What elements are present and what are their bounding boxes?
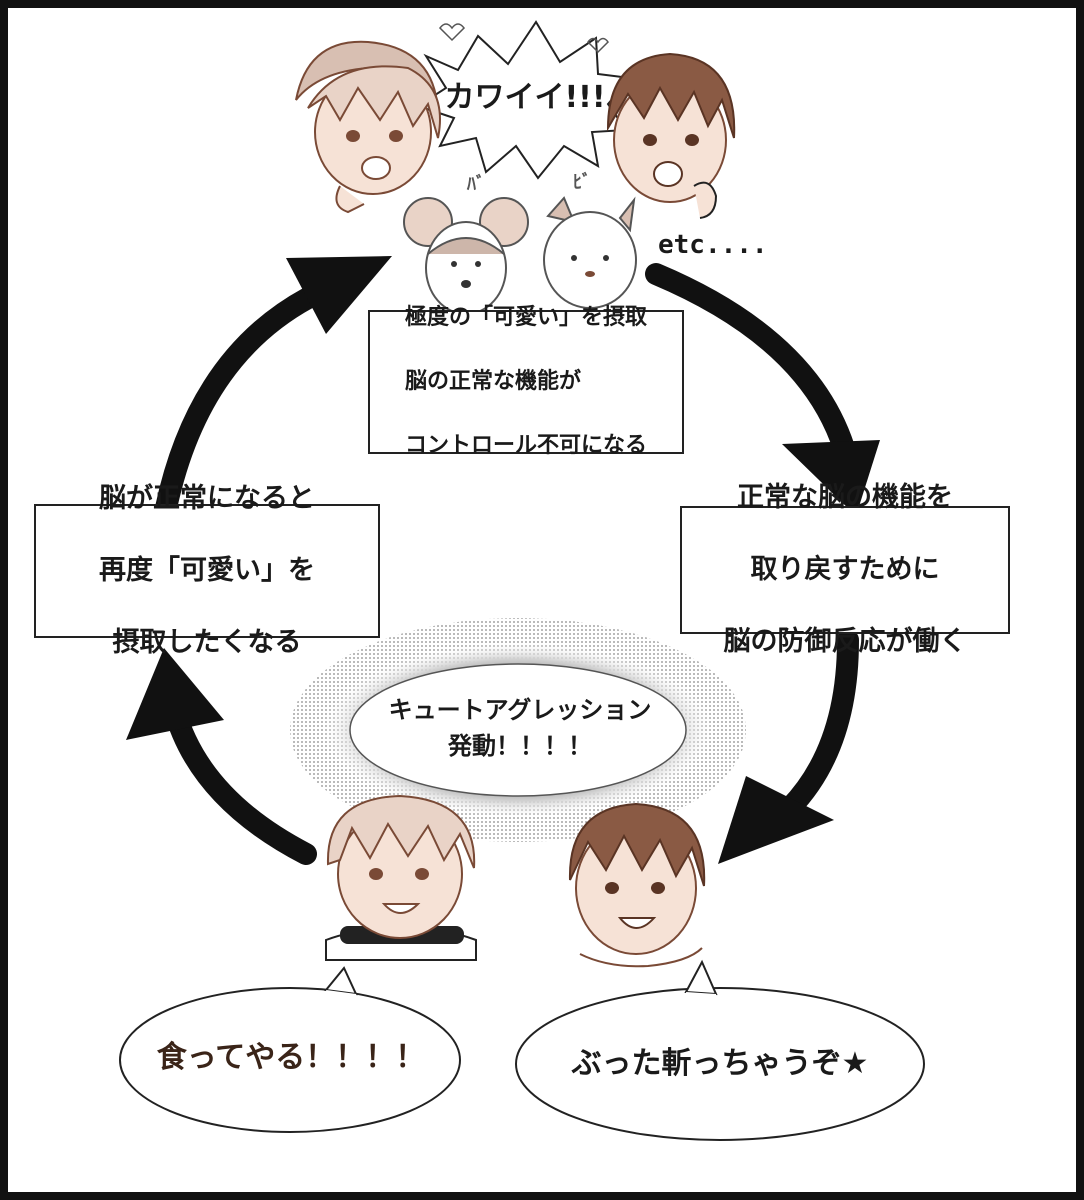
etc-text: etc.... <box>658 230 768 260</box>
cycle-box-top: 極度の「可愛い」を摂取 脳の正常な機能が コントロール不可になる <box>368 305 684 458</box>
character-top-right-illustration <box>606 52 736 219</box>
arrow-bottom-right <box>718 629 859 864</box>
speech-left-text: 食ってやる！！！！ <box>156 1040 426 1075</box>
cycle-box-right: 正常な脳の機能を 取り戻すために 脳の防御反応が働く <box>680 482 1010 657</box>
sound-mark-left: ﾊﾞ <box>467 174 485 195</box>
speech-bubble-right-shape <box>515 959 925 1141</box>
speech-right-text: ぶった斬っちゃうぞ★ <box>571 1046 869 1081</box>
cat-illustration <box>543 196 637 309</box>
center-burst <box>290 618 746 842</box>
center-label: キュートアグレッション 発動！！！！ <box>388 696 652 760</box>
character-bottom-left-illustration <box>325 794 477 961</box>
cycle-diagram <box>119 20 925 1141</box>
cycle-box-top-line-1: 極度の「可愛い」を摂取 <box>404 305 647 330</box>
exclaim-text: カワイイ!!! <box>444 80 606 115</box>
cycle-box-left-line-1: 脳が正常になると <box>99 483 315 514</box>
cycle-box-left-line-2: 再度「可愛い」を <box>99 555 315 586</box>
comic-panel: 極度の「可愛い」を摂取 脳の正常な機能が コントロール不可になる 正常な脳の機能… <box>8 8 1076 1192</box>
cycle-box-right-line-3: 脳の防御反応が働く <box>723 626 967 657</box>
sound-mark-right: ﾋﾞ <box>573 172 591 193</box>
character-top-left-illustration <box>295 40 441 214</box>
arrow-bottom-left <box>126 648 317 865</box>
cycle-box-left: 脳が正常になると 再度「可愛い」を 摂取したくなる <box>34 483 380 658</box>
cycle-box-right-line-1: 正常な脳の機能を <box>737 482 953 513</box>
speech-bubble-left-shape <box>119 966 461 1133</box>
mouse-toy-illustration <box>403 197 529 315</box>
cycle-box-right-line-2: 取り戻すために <box>750 554 940 585</box>
cycle-box-left-line-3: 摂取したくなる <box>112 627 302 658</box>
arrow-top-left <box>155 256 392 519</box>
arrow-top-right <box>645 263 880 516</box>
character-bottom-right-illustration <box>568 802 706 968</box>
cycle-box-top-line-3: コントロール不可になる <box>404 433 647 458</box>
exclaim-burst <box>415 20 632 180</box>
cycle-box-top-line-2: 脳の正常な機能が <box>404 369 581 394</box>
